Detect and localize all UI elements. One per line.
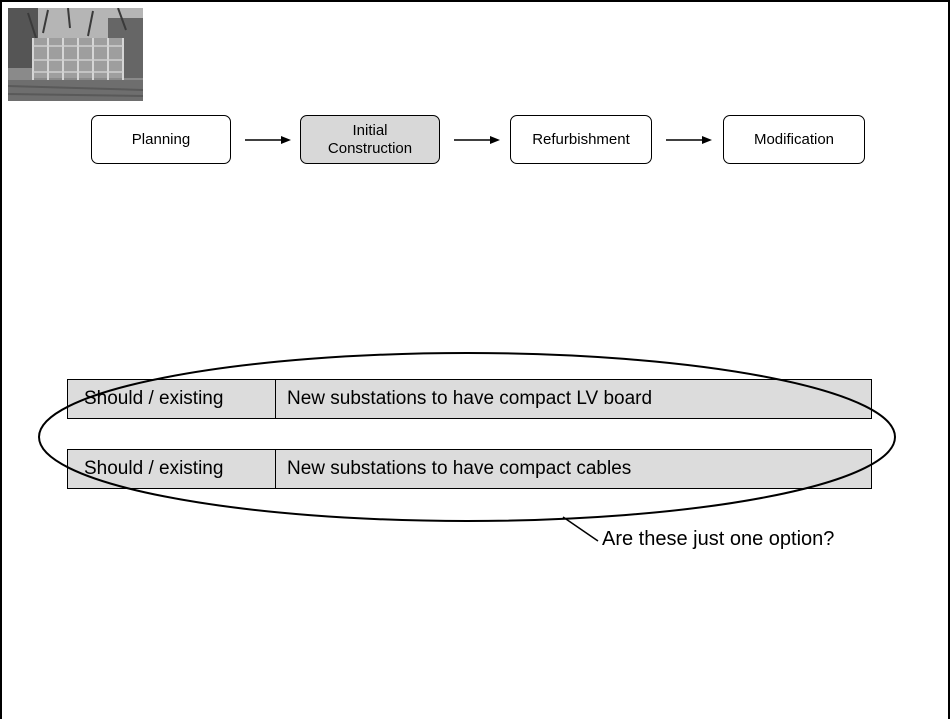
stage-modification: Modification xyxy=(723,115,865,164)
stage-refurbishment: Refurbishment xyxy=(510,115,652,164)
requirement-row-lv-board: Should / existing New substations to hav… xyxy=(67,379,872,419)
stage-label: Refurbishment xyxy=(532,130,630,148)
arrow-right-icon xyxy=(245,136,291,144)
stage-label: Planning xyxy=(131,130,191,148)
requirement-text: New substations to have compact LV board xyxy=(287,388,653,409)
requirement-status: Should / existing xyxy=(68,450,276,488)
requirement-text: New substations to have compact cables xyxy=(287,458,632,479)
stage-initial-construction: Initial Construction xyxy=(300,115,440,164)
arrow-right-icon xyxy=(666,136,712,144)
substation-photo xyxy=(8,8,143,101)
stage-label: Modification xyxy=(753,130,835,148)
arrow-right-icon xyxy=(454,136,500,144)
callout-text: Are these just one option? xyxy=(602,528,835,550)
stage-label: Initial Construction xyxy=(327,121,413,157)
stage-planning: Planning xyxy=(91,115,231,164)
requirement-row-cables: Should / existing New substations to hav… xyxy=(67,449,872,489)
requirement-status: Should / existing xyxy=(68,380,276,418)
